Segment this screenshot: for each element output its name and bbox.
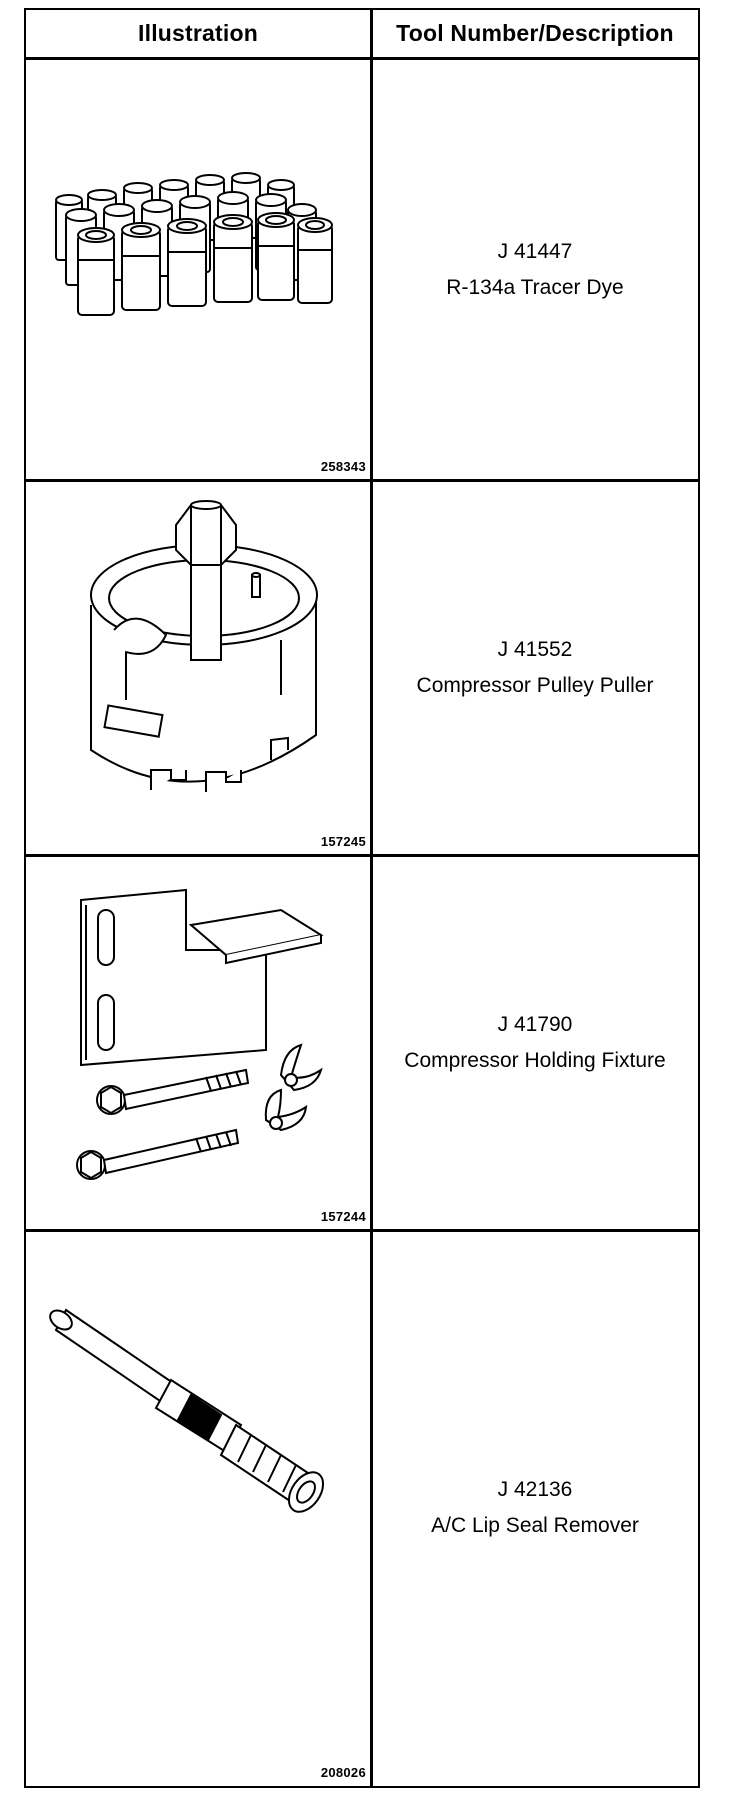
tool-description: J 41447 R-134a Tracer Dye <box>372 60 698 480</box>
tracer-dye-bottles-icon <box>55 172 333 316</box>
tool-description: J 42136 A/C Lip Seal Remover <box>372 1230 698 1786</box>
row-divider <box>26 478 698 482</box>
lip-seal-remover-icon <box>49 1308 325 1513</box>
row-illustration: 157245 <box>26 480 370 855</box>
row-divider <box>26 853 698 857</box>
table-header: Illustration Tool Number/Description <box>26 10 698 60</box>
illustration-column-header: Illustration <box>138 20 258 46</box>
figure-number: 258343 <box>320 459 366 474</box>
figure-number: 157245 <box>320 834 366 849</box>
table-row: 157244 J 41790 Compressor Holding Fixtur… <box>26 855 698 1232</box>
tool-description: J 41552 Compressor Pulley Puller <box>372 480 698 855</box>
figure-number: 157244 <box>320 1209 366 1224</box>
row-illustration: 208026 <box>26 1230 370 1786</box>
table-row: 157245 J 41552 Compressor Pulley Puller <box>26 480 698 857</box>
tool-name: Compressor Pulley Puller <box>416 673 654 697</box>
special-tools-table: Illustration Tool Number/Description <box>24 8 700 1788</box>
row-illustration: 258343 <box>26 60 370 480</box>
tool-number: J 41790 <box>497 1012 573 1036</box>
tool-description: J 41790 Compressor Holding Fixture <box>372 855 698 1230</box>
row-illustration: 157244 <box>26 855 370 1230</box>
pulley-puller-icon <box>90 500 318 792</box>
tool-name: Compressor Holding Fixture <box>404 1048 666 1072</box>
holding-fixture-icon <box>76 888 324 1180</box>
tool-number: J 41552 <box>497 637 573 661</box>
description-column-header: Tool Number/Description <box>396 20 674 46</box>
figure-number: 208026 <box>320 1765 366 1780</box>
tool-number: J 41447 <box>497 240 573 263</box>
tool-name: R-134a Tracer Dye <box>446 276 624 299</box>
tool-number: J 42136 <box>497 1478 573 1501</box>
table-row: 208026 J 42136 A/C Lip Seal Remover <box>26 1230 698 1786</box>
table-row: 258343 J 41447 R-134a Tracer Dye <box>26 60 698 482</box>
tool-name: A/C Lip Seal Remover <box>431 1514 639 1537</box>
column-divider <box>370 10 373 1786</box>
row-divider <box>26 1228 698 1232</box>
